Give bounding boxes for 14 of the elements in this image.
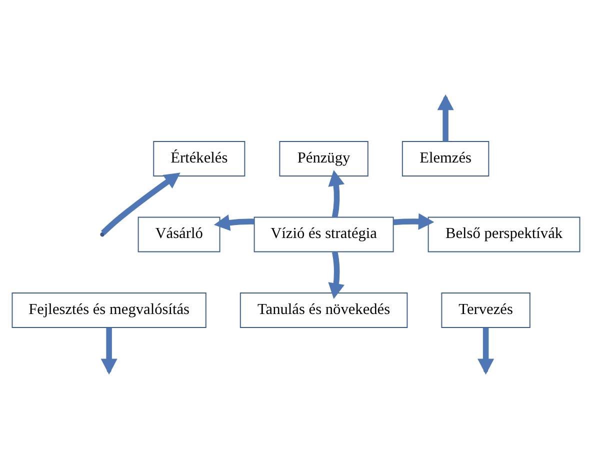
node-box: Pénzügy (279, 140, 368, 176)
arrow (328, 250, 345, 299)
node-box: Vízió és stratégia (254, 216, 394, 252)
node-box: Vásárló (138, 216, 220, 252)
node-box: Tervezés (441, 292, 530, 328)
node-box: Értékelés (153, 140, 246, 176)
node-box: Elemzés (402, 140, 490, 176)
arrow (328, 170, 345, 218)
arrow (101, 172, 180, 234)
node-box: Fejlesztés és megvalósítás (12, 292, 206, 328)
arrow (214, 214, 254, 230)
arrow (393, 212, 434, 230)
node-box: Tanulás és növekedés (240, 292, 408, 328)
node-box: Belső perspektívák (428, 216, 580, 252)
